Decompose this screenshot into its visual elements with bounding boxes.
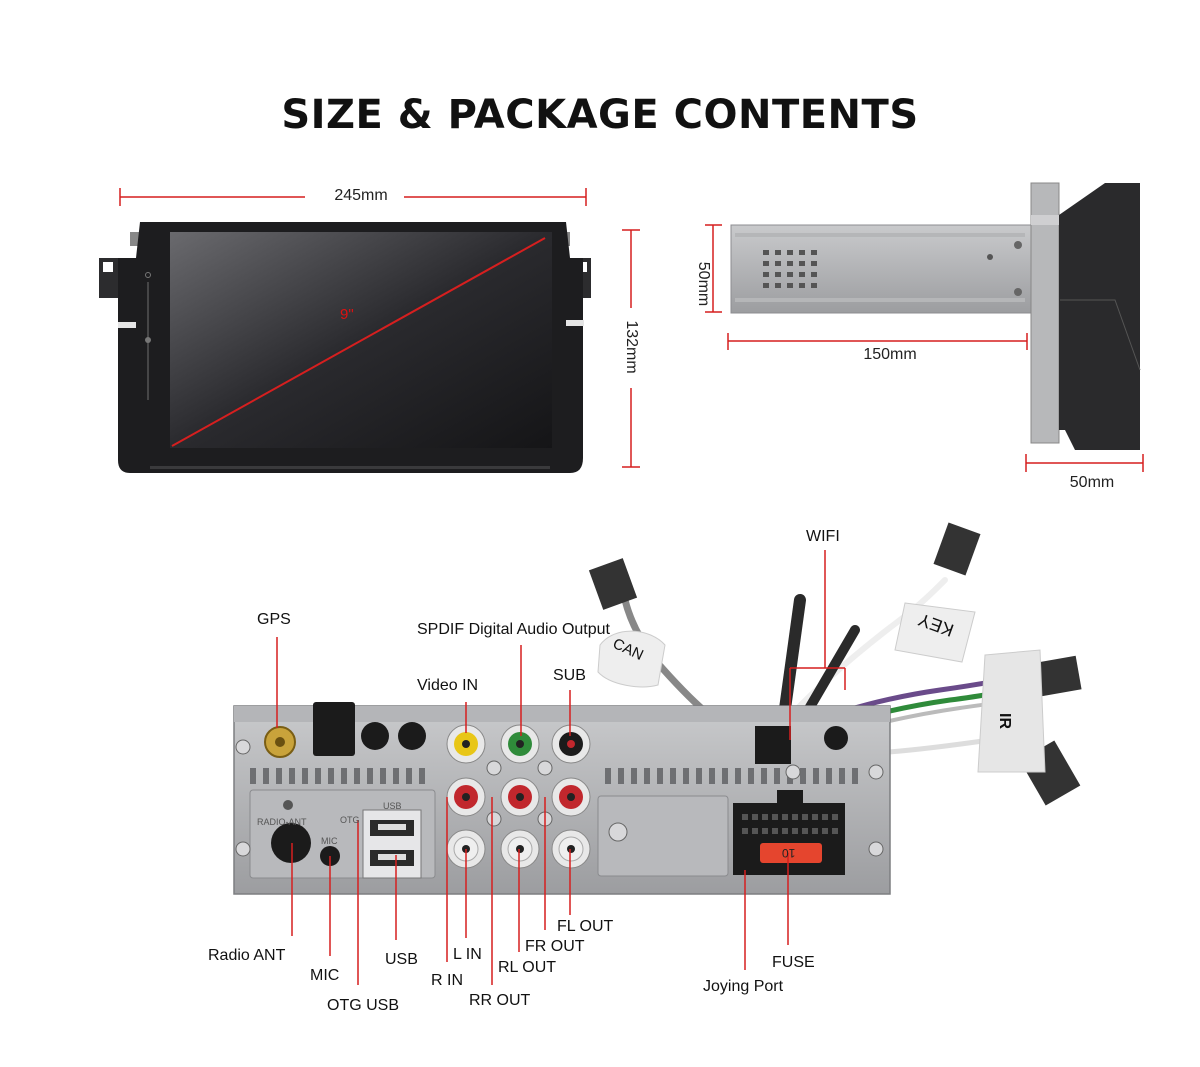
label-fr-out: FR OUT (525, 938, 585, 955)
fuse (760, 843, 822, 863)
label-rr-out: RR OUT (469, 992, 531, 1009)
can-tag (597, 630, 666, 688)
label-r-in: R IN (431, 972, 463, 989)
label-wifi: WIFI (806, 528, 840, 545)
label-usb: USB (385, 951, 418, 968)
socket (313, 702, 355, 756)
side-bracket (1030, 182, 1060, 444)
label-fl-out: FL OUT (557, 918, 614, 935)
label-rl-out: RL OUT (498, 959, 557, 976)
fuse-value: 10 (782, 846, 796, 860)
bracket-depth-label: 50mm (1069, 474, 1115, 491)
joying-port (733, 803, 845, 875)
head-unit-side-view (705, 182, 1144, 472)
height-label: 132mm (623, 320, 640, 374)
label-video-in: Video IN (417, 677, 479, 694)
rca-jacks (446, 724, 591, 869)
label-otg-usb: OTG USB (327, 997, 400, 1014)
vent-slots (250, 768, 858, 784)
callout-lines (276, 550, 846, 985)
label-mic: MIC (310, 967, 340, 984)
depth-label: 150mm (863, 346, 917, 363)
page-title: SIZE & PACKAGE CONTENTS (281, 92, 919, 138)
can-connector (588, 558, 638, 610)
diagonal-line (171, 237, 546, 447)
panel-print-mic: MIC (321, 836, 338, 846)
key-connector (933, 522, 981, 576)
panel-print-usb: USB (383, 801, 402, 811)
harness-socket (755, 726, 791, 764)
ir-tag (977, 649, 1046, 773)
head-unit-front-view (99, 188, 640, 473)
panel-print-radio-ant: RADIO-ANT (257, 817, 307, 827)
label-l-in: L IN (453, 946, 482, 963)
panel-print-otg: OTG (340, 815, 360, 825)
ir-tag-text: IR (996, 713, 1013, 729)
label-radio-ant: Radio ANT (208, 947, 286, 964)
diagonal-label: 9" (340, 306, 354, 323)
front-panel-side (1059, 183, 1140, 450)
label-spdif: SPDIF Digital Audio Output (417, 621, 610, 638)
box-height-label: 50mm (695, 261, 712, 307)
rear-panel (233, 522, 1082, 895)
label-joying-port: Joying Port (703, 978, 784, 995)
width-label: 245mm (334, 187, 388, 204)
label-sub: SUB (553, 667, 586, 684)
radio-ant-socket (271, 823, 311, 863)
key-tag (894, 602, 976, 663)
label-fuse: FUSE (772, 954, 815, 971)
label-gps: GPS (257, 611, 291, 628)
